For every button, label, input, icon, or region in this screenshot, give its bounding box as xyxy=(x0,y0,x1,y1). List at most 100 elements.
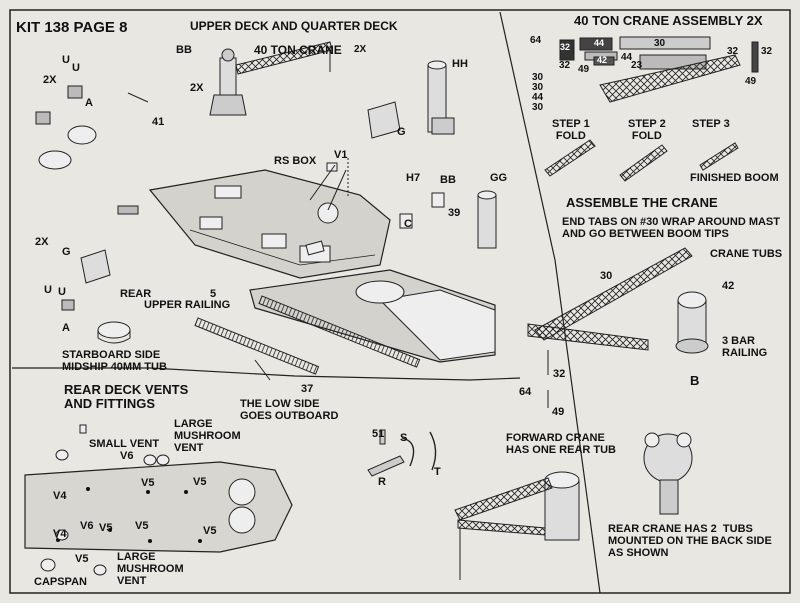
quarter-deck-plate-lower xyxy=(24,461,293,553)
page-title: KIT 138 PAGE 8 xyxy=(16,19,128,36)
part-number: 30 xyxy=(654,38,666,49)
step-3-label: STEP 3 xyxy=(692,118,730,130)
part-number: 32 xyxy=(559,60,571,71)
upper-deck-plate xyxy=(148,169,391,279)
deck-box-3 xyxy=(261,233,287,249)
label-low-side: THE LOW SIDE GOES OUTBOARD xyxy=(240,398,339,423)
deckhouse-g-upper xyxy=(367,101,401,139)
step-2-label: STEP 2 FOLD xyxy=(628,118,666,143)
vent-code: V6 xyxy=(120,450,134,462)
label-starboard-tub: STARBOARD SIDE MIDSHIP 40MM TUB xyxy=(62,349,167,374)
label-r: R xyxy=(378,476,386,488)
label-u-low: U xyxy=(44,284,52,296)
assemble-heading: ASSEMBLE THE CRANE xyxy=(566,195,718,210)
label-bb-top: BB xyxy=(176,44,192,56)
deck-box-1 xyxy=(214,185,242,199)
part-number: 32 xyxy=(560,42,571,52)
label-large-mushroom-bottom: LARGE MUSHROOM VENT xyxy=(117,551,184,588)
part-number: 23 xyxy=(631,60,643,71)
label-42: 42 xyxy=(722,280,735,292)
label-h7: H7 xyxy=(406,172,421,184)
crane-assembled xyxy=(527,247,709,408)
label-hh: HH xyxy=(452,58,468,70)
label-a-top: A xyxy=(85,97,93,109)
fittings-rst xyxy=(367,429,437,477)
deck-ring-1 xyxy=(228,478,256,506)
part-number: 42 xyxy=(597,55,608,65)
part-number: 44 xyxy=(532,92,544,103)
vent-code: V5 xyxy=(193,476,207,488)
part-number: 30 xyxy=(532,82,544,93)
label-2x-left: 2X xyxy=(43,74,57,86)
label-2x-mid: 2X xyxy=(35,236,49,248)
label-39: 39 xyxy=(448,207,461,219)
assembly-heading: 40 TON CRANE ASSEMBLY 2X xyxy=(574,13,763,28)
tube-gg xyxy=(477,190,497,249)
part-number: 49 xyxy=(578,64,590,75)
vent-code: V6 xyxy=(80,520,94,532)
label-5: 5 xyxy=(210,288,217,300)
label-a-low: A xyxy=(62,322,70,334)
assembly-parts xyxy=(559,36,759,103)
lower-section-divider xyxy=(12,367,521,381)
assembly-note: END TABS ON #30 WRAP AROUND MAST AND GO … xyxy=(562,216,780,241)
tub-upper-left xyxy=(38,150,72,170)
label-49: 49 xyxy=(552,406,565,418)
label-capspan: CAPSPAN xyxy=(34,576,87,588)
part-number: 49 xyxy=(745,76,757,87)
label-v1: V1 xyxy=(334,149,348,161)
deck-box-2 xyxy=(199,216,223,230)
upper-railing-strip xyxy=(194,317,320,375)
label-b: B xyxy=(690,373,700,388)
tub-starboard xyxy=(97,321,131,339)
finished-boom-label: FINISHED BOOM xyxy=(690,172,779,184)
label-rear-crane: REAR CRANE HAS 2 TUBS MOUNTED ON THE BAC… xyxy=(608,523,772,560)
vent-code: V4 xyxy=(53,528,67,540)
port-railing-strip xyxy=(258,295,421,368)
vent-parts xyxy=(40,424,170,576)
part-number: 64 xyxy=(530,35,542,46)
label-small-vent: SMALL VENT xyxy=(89,438,160,450)
crane-upper xyxy=(209,41,333,116)
part-number: 32 xyxy=(761,46,773,57)
part-number: 32 xyxy=(727,46,739,57)
label-bb-mid: BB xyxy=(440,174,456,186)
part-number: 30 xyxy=(532,102,544,113)
crane-mount-ring xyxy=(317,202,339,224)
label-32: 32 xyxy=(553,368,566,380)
tower-hh xyxy=(427,60,455,135)
label-t: T xyxy=(434,466,441,478)
leader-lines xyxy=(127,92,347,381)
vent-code: V5 xyxy=(75,553,89,565)
label-64: 64 xyxy=(519,386,532,398)
vent-code: V5 xyxy=(203,525,217,537)
crane-forward xyxy=(454,471,580,580)
label-51: 51 xyxy=(372,428,385,440)
crane-count: 2X xyxy=(354,44,367,55)
part-number: 44 xyxy=(621,52,633,63)
label-gg: GG xyxy=(490,172,508,184)
part-number: 30 xyxy=(532,72,544,83)
page-border xyxy=(9,9,791,594)
page-subtitle: UPPER DECK AND QUARTER DECK xyxy=(190,19,398,33)
label-s: S xyxy=(400,432,408,444)
label-37: 37 xyxy=(301,383,314,395)
vent-code: V5 xyxy=(141,477,155,489)
vent-code: V5 xyxy=(135,520,149,532)
label-rs-box: RS BOX xyxy=(274,155,317,167)
vent-code: V5 xyxy=(99,522,113,534)
label-u-top: U xyxy=(62,54,70,66)
label-c: C xyxy=(404,218,412,230)
deck-ring-2 xyxy=(228,506,256,534)
label-g-left: G xyxy=(62,246,71,258)
vents-heading: REAR DECK VENTS AND FITTINGS xyxy=(64,382,189,412)
label-30: 30 xyxy=(600,270,613,282)
label-rear: REAR xyxy=(120,288,152,300)
label-u-low-2: U xyxy=(58,286,66,298)
step-1-label: STEP 1 FOLD xyxy=(552,118,590,143)
label-41: 41 xyxy=(152,116,165,128)
deckhouse-g-left xyxy=(80,249,111,284)
label-crane-tubs: CRANE TUBS xyxy=(710,248,783,260)
